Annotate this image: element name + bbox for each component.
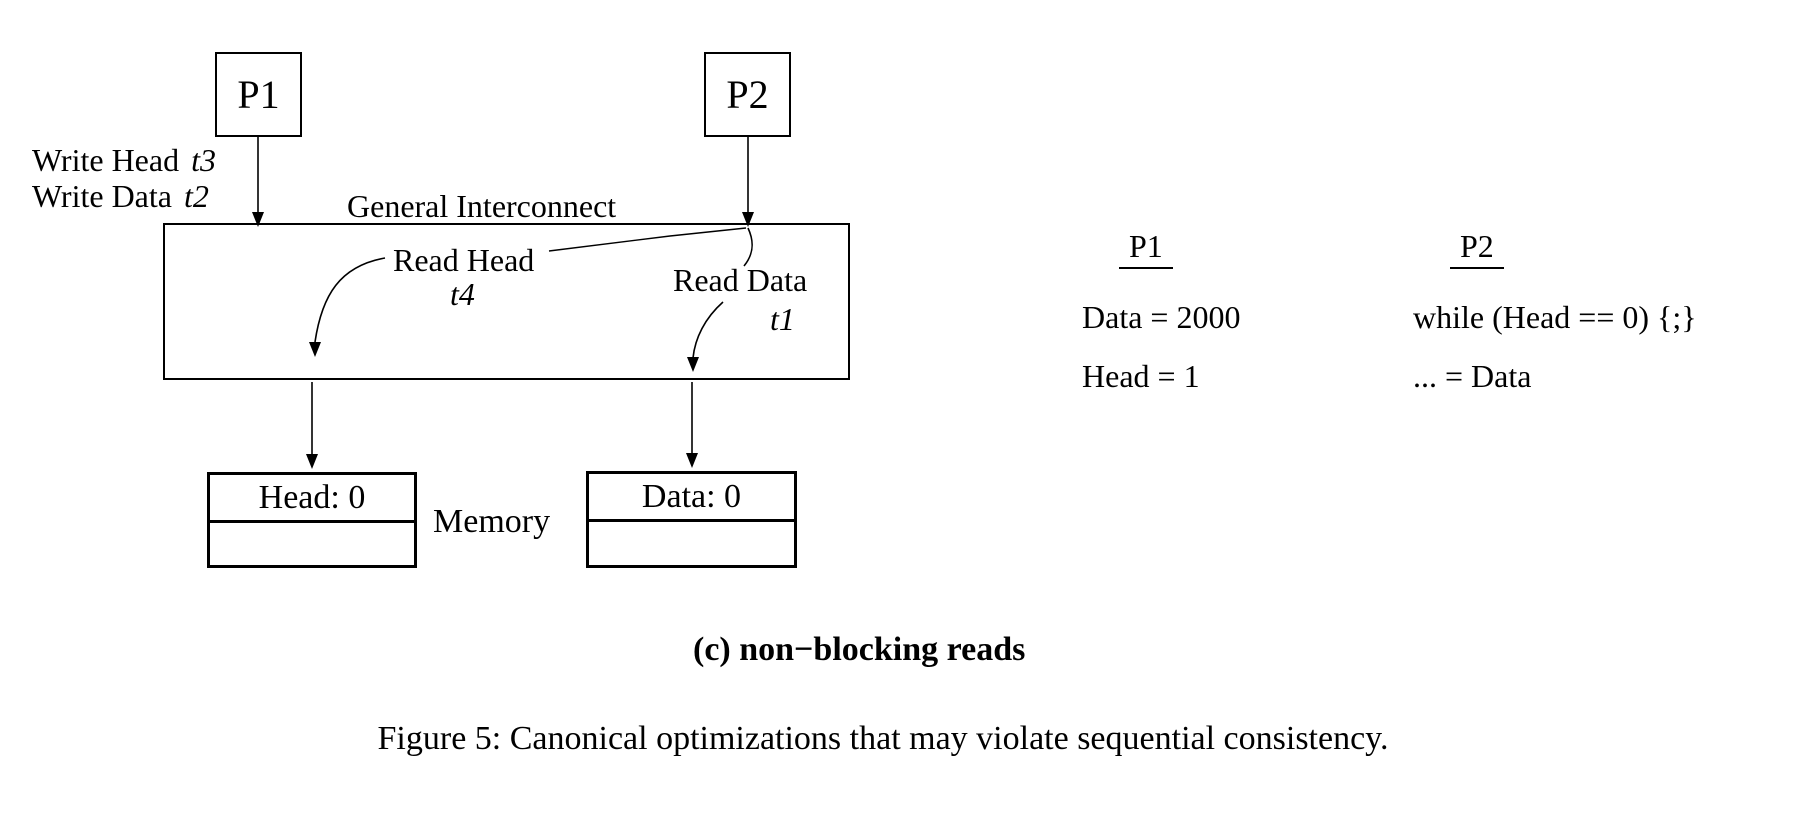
- code-p2-header: P2: [1450, 228, 1504, 269]
- read-data-time: t1: [770, 301, 795, 337]
- write-data-annotation: Write Data t2: [32, 178, 216, 214]
- code-p1-header: P1: [1119, 228, 1173, 269]
- memory-head-empty-cell: [210, 523, 414, 565]
- code-p2-line-1: while (Head == 0) {;}: [1413, 299, 1697, 335]
- memory-data-box: Data: 0: [586, 471, 797, 568]
- figure-caption: Figure 5: Canonical optimizations that m…: [377, 720, 1389, 757]
- memory-data-value: Data: 0: [641, 477, 742, 515]
- memory-head-box: Head: 0: [207, 472, 417, 568]
- code-p1-line-1: Data = 2000: [1082, 299, 1241, 335]
- interconnect-to-data-arrowhead: [686, 453, 698, 468]
- memory-data-empty-cell: [589, 522, 794, 565]
- processor-p2-box: P2: [704, 52, 791, 137]
- processor-p1-box: P1: [215, 52, 302, 137]
- memory-data-cell: Data: 0: [589, 474, 794, 522]
- interconnect-to-head-arrowhead: [306, 454, 318, 469]
- write-head-label: Write Head: [32, 142, 180, 178]
- processor-p1-label: P1: [237, 72, 280, 117]
- interconnect-box: [163, 223, 850, 380]
- memory-head-value: Head: 0: [258, 478, 366, 516]
- interconnect-label: General Interconnect: [347, 188, 617, 224]
- read-data-label: Read Data: [673, 262, 808, 298]
- subfigure-caption: (c) non−blocking reads: [693, 631, 1026, 668]
- write-data-time: t2: [183, 178, 209, 214]
- memory-head-cell: Head: 0: [210, 475, 414, 523]
- write-head-time: t3: [191, 142, 216, 178]
- processor-p2-label: P2: [726, 72, 769, 117]
- write-annotations: Write Head t3 Write Data t2: [32, 142, 216, 214]
- read-head-time: t4: [450, 276, 475, 312]
- write-head-annotation: Write Head t3: [32, 142, 216, 178]
- write-data-label: Write Data: [32, 178, 172, 214]
- code-p1-line-2: Head = 1: [1082, 358, 1200, 394]
- code-p2-line-2: ... = Data: [1413, 358, 1532, 394]
- memory-label: Memory: [433, 503, 551, 540]
- read-head-label: Read Head: [393, 242, 535, 278]
